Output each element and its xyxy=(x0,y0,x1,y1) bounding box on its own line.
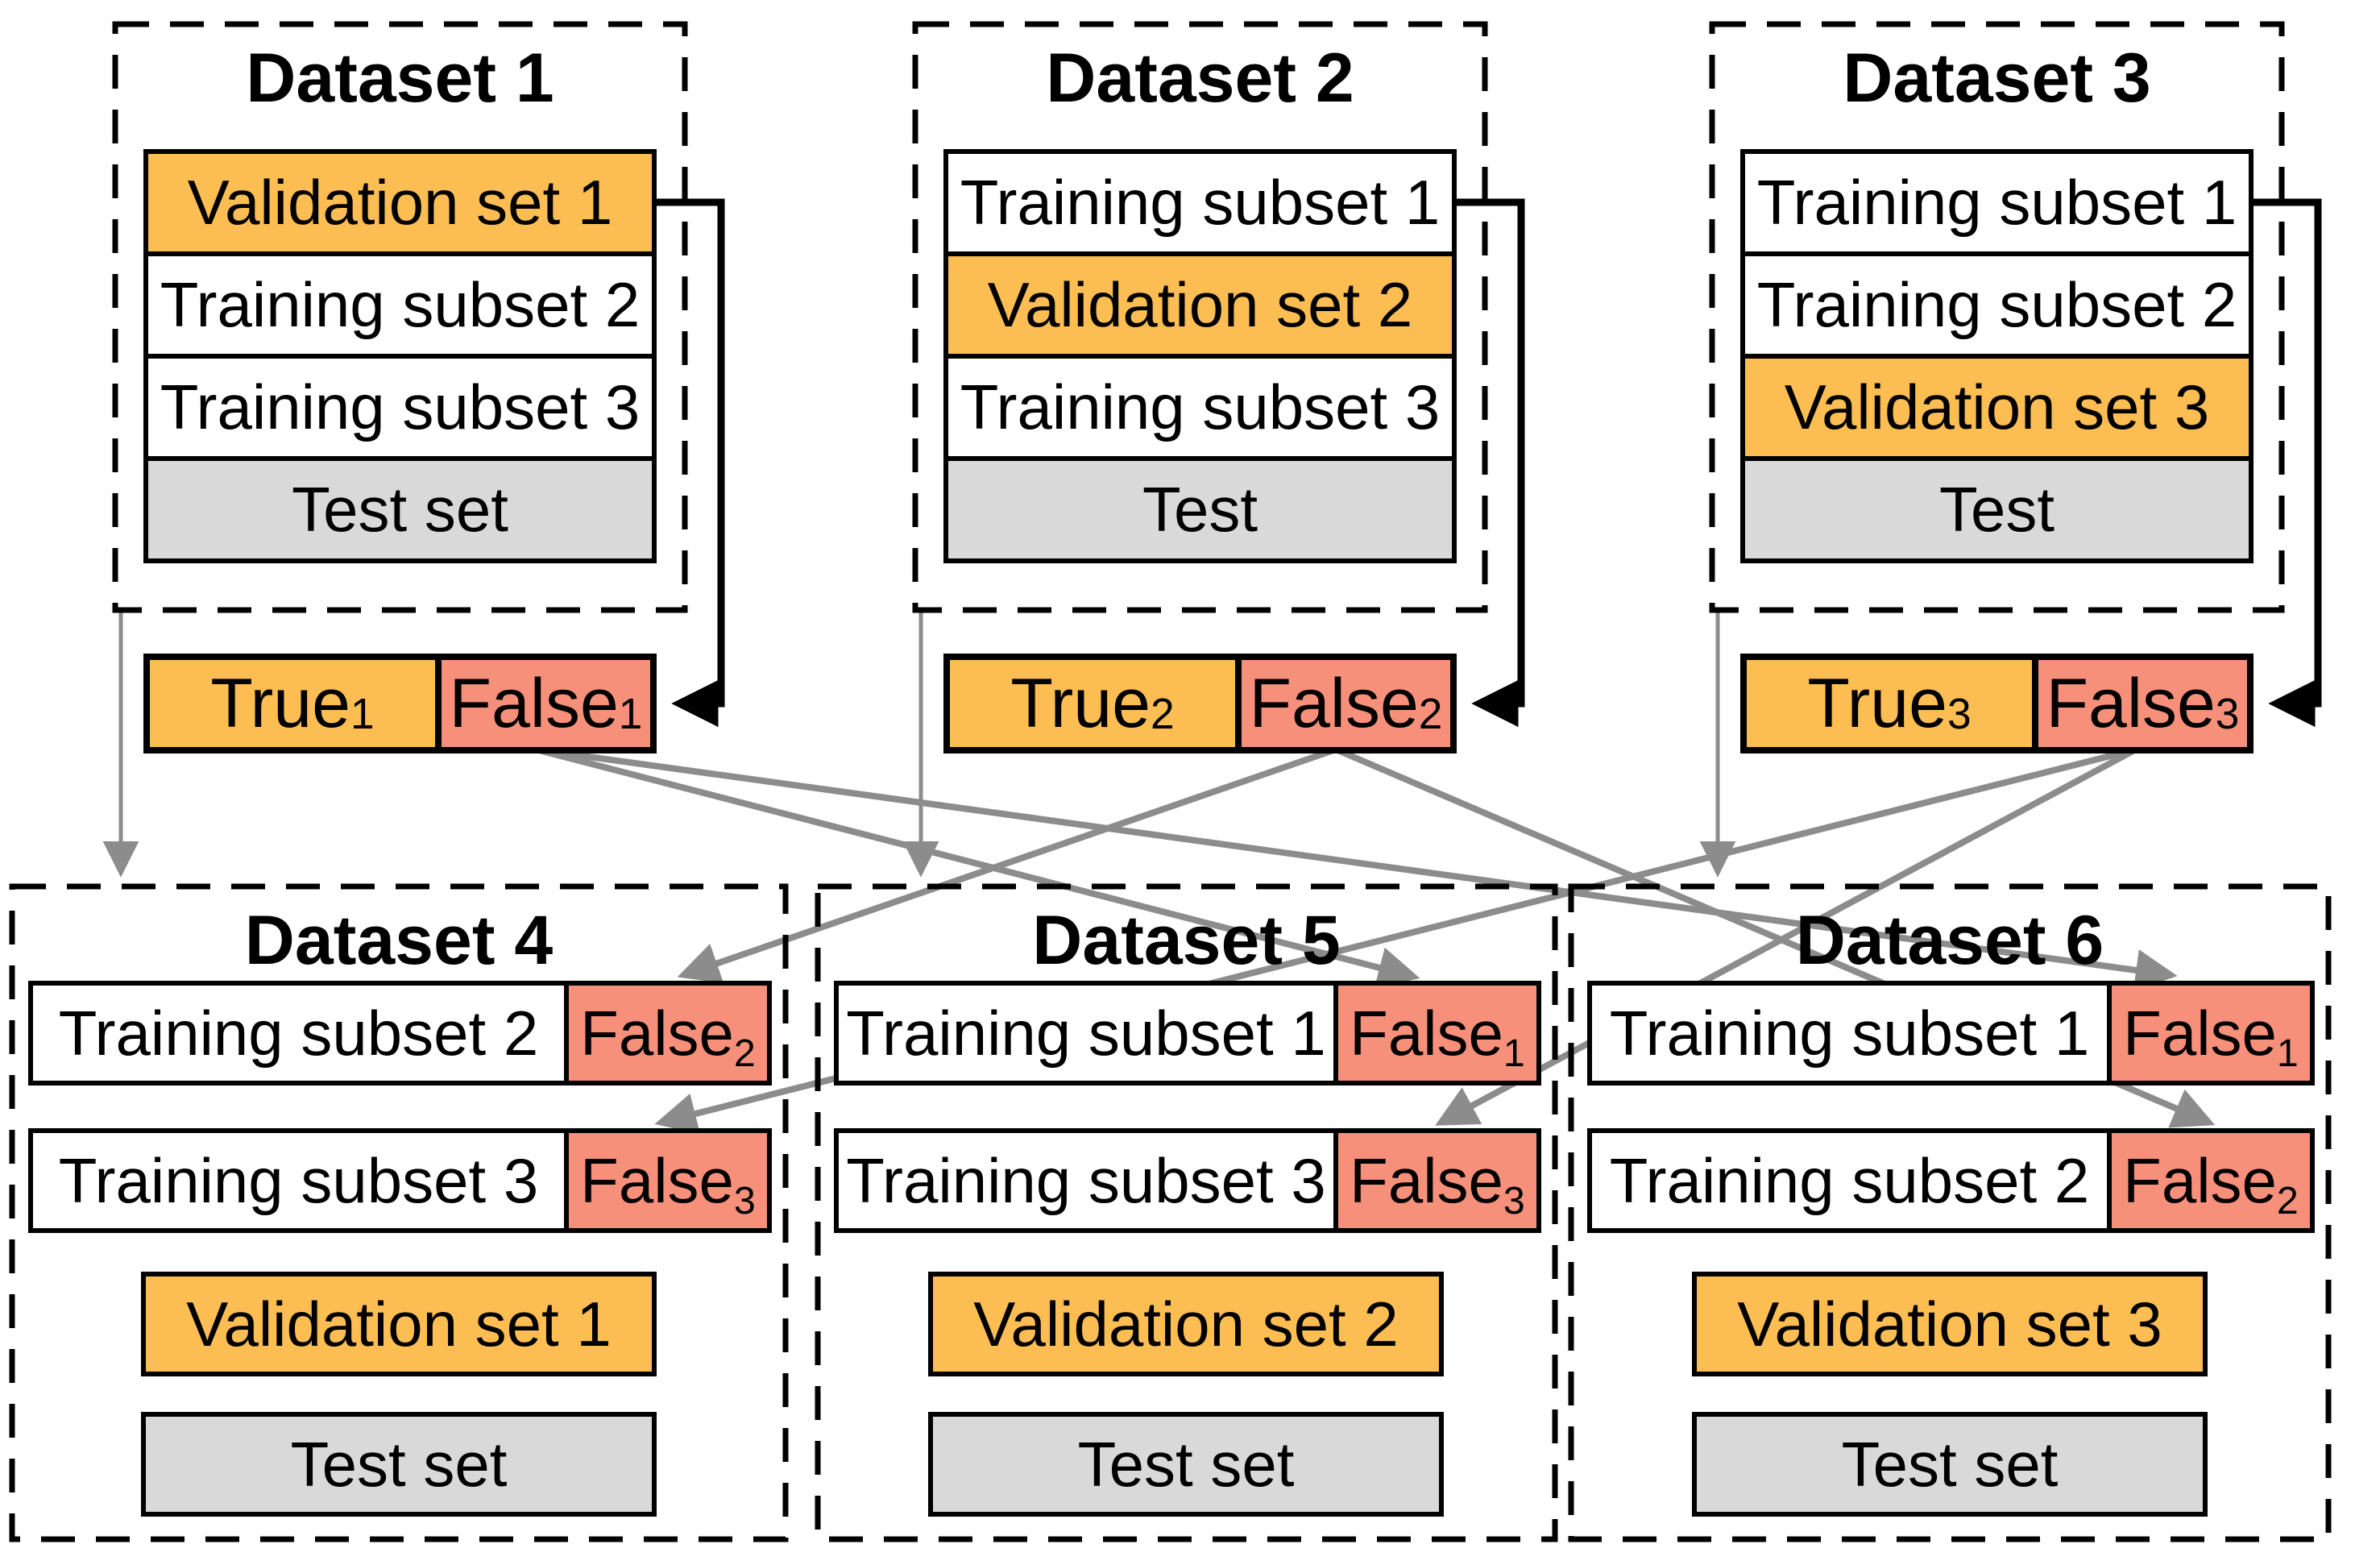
row-label: Training subset 3 xyxy=(160,372,641,442)
subscript: 2 xyxy=(733,1031,756,1075)
training-subset-box: Training subset 2 xyxy=(1587,1128,2112,1233)
subscript: 3 xyxy=(2215,690,2240,738)
dataset-2-title: Dataset 2 xyxy=(1046,39,1354,117)
dataset-3-training-subset-row: Training subset 2 xyxy=(1740,251,2254,359)
dataset-1-training-subset-row: Training subset 3 xyxy=(143,354,657,461)
dataset-2-test-row: Test xyxy=(943,456,1457,563)
dataset-5-frame xyxy=(815,883,1558,1542)
subscript: 2 xyxy=(2276,1178,2299,1223)
dataset-6-title: Dataset 6 xyxy=(1795,902,2104,979)
row-label: Validation set 3 xyxy=(1784,372,2210,442)
subscript: 3 xyxy=(733,1178,756,1223)
arrow-trainingsubset1-to-false2 xyxy=(1453,198,1525,728)
arrow-false1-to-dataset6-false1 xyxy=(535,746,2178,991)
arrow-trainingsubset1-to-false3 xyxy=(2249,198,2322,728)
dataset-3-panel: Dataset 3 Training subset 1 Training sub… xyxy=(1712,24,2282,753)
dataset-6-frame xyxy=(1568,883,2332,1542)
subscript: 3 xyxy=(1503,1178,1525,1223)
dataset-2-training-subset-row: Training subset 1 xyxy=(943,149,1457,256)
row-label: Training subset 1 xyxy=(960,167,1441,238)
subscript: 3 xyxy=(1947,690,1972,738)
dataset-1-test-set-row: Test set xyxy=(143,456,657,563)
dataset-4-title: Dataset 4 xyxy=(244,902,554,979)
subscript: 2 xyxy=(1150,690,1175,738)
dataset-3-validation-set-row: Validation set 3 xyxy=(1740,354,2254,461)
dataset-4-frame xyxy=(9,883,789,1542)
row-label: Test xyxy=(1142,474,1258,545)
arrow-false2-to-dataset4-false2 xyxy=(677,746,1337,984)
dataset-3-frame xyxy=(1709,21,2285,613)
row-label: Test xyxy=(1938,474,2055,545)
subscript: 1 xyxy=(1503,1031,1525,1075)
row-label: Training subset 3 xyxy=(960,372,1441,442)
training-subset-box: Training subset 1 xyxy=(1587,981,2112,1086)
dataset-5-test-set-row: Test set xyxy=(928,1412,1444,1517)
dataset-6-validation-set-row: Validation set 3 xyxy=(1692,1272,2208,1376)
training-subset-box: Training subset 3 xyxy=(28,1128,569,1233)
dataset-3-test-row: Test xyxy=(1740,456,2254,563)
subscript: 1 xyxy=(2276,1031,2299,1075)
row-label: Test set xyxy=(292,474,508,545)
row-label: Training subset 2 xyxy=(1756,269,2237,340)
dataset-2-panel: Dataset 2 Training subset 1 Validation s… xyxy=(915,24,1485,753)
arrow-validation1-to-false1 xyxy=(653,198,725,728)
dataset-5-title: Dataset 5 xyxy=(1032,902,1341,979)
row-label: Validation set 1 xyxy=(187,167,613,238)
row-label: Training subset 1 xyxy=(1756,167,2237,238)
dataset-3-title: Dataset 3 xyxy=(1843,39,2151,117)
training-subset-box: Training subset 1 xyxy=(834,981,1338,1086)
dataset-5-validation-set-row: Validation set 2 xyxy=(928,1272,1444,1376)
training-subset-box: Training subset 2 xyxy=(28,981,569,1086)
dataset-4-validation-set-row: Validation set 1 xyxy=(141,1272,657,1376)
subscript: 1 xyxy=(350,690,375,738)
row-label: Training subset 2 xyxy=(160,269,641,340)
training-subset-box: Training subset 3 xyxy=(834,1128,1338,1233)
dataset-4-test-set-row: Test set xyxy=(141,1412,657,1517)
dataset-1-frame xyxy=(112,21,688,613)
dataset-3-training-subset-row: Training subset 1 xyxy=(1740,149,2254,256)
dataset-1-validation-set-row: Validation set 1 xyxy=(143,149,657,256)
dataset-6-test-set-row: Test set xyxy=(1692,1412,2208,1517)
subscript: 2 xyxy=(1418,690,1443,738)
dataset-1-title: Dataset 1 xyxy=(246,39,554,117)
dataset-1-training-subset-row: Training subset 2 xyxy=(143,251,657,359)
subscript: 1 xyxy=(618,690,643,738)
dataset-2-frame xyxy=(912,21,1488,613)
row-label: Validation set 2 xyxy=(987,269,1413,340)
arrow-false1-to-dataset5-false1 xyxy=(534,746,1420,989)
dataset-1-panel: Dataset 1 Validation set 1 Training subs… xyxy=(115,24,685,753)
dataset-2-validation-set-row: Validation set 2 xyxy=(943,251,1457,359)
dataset-2-training-subset-row: Training subset 3 xyxy=(943,354,1457,461)
arrow-false3-to-dataset5-false3 xyxy=(1435,746,2137,1126)
